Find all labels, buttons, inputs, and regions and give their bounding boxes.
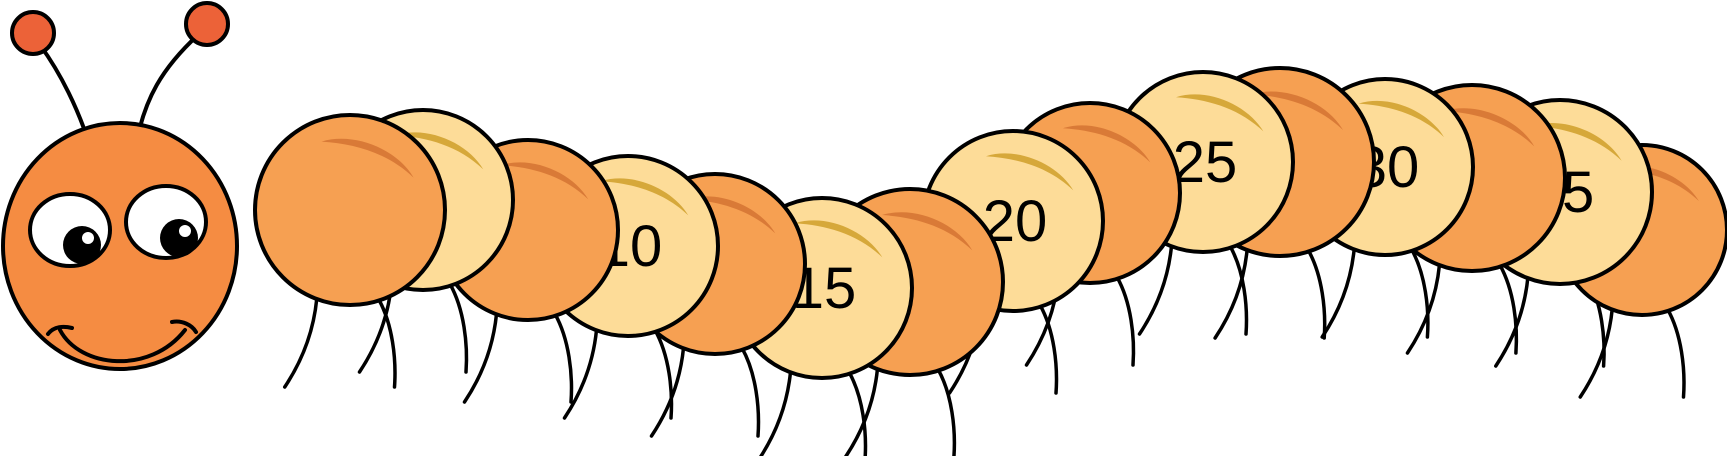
leg — [562, 328, 599, 420]
leg — [1498, 263, 1519, 355]
smile — [58, 328, 187, 364]
leg — [448, 282, 469, 374]
leg — [1665, 307, 1686, 399]
segment-highlight — [396, 132, 484, 170]
segment-highlight — [986, 153, 1074, 191]
segment-highlight — [601, 178, 689, 216]
segment-highlight — [1444, 108, 1535, 147]
leg — [1320, 247, 1356, 339]
leg — [1306, 248, 1327, 340]
left-antenna-tip — [10, 10, 56, 56]
left-eye-glint — [82, 232, 94, 244]
leg — [1578, 307, 1614, 399]
segment-highlight — [321, 138, 414, 178]
leg — [1213, 248, 1249, 340]
segment-highlight — [501, 162, 589, 200]
segment-highlight — [1532, 122, 1622, 161]
right-antenna-tip — [184, 1, 230, 47]
segment-highlight — [1251, 91, 1343, 131]
right-antenna — [136, 33, 200, 136]
leg — [283, 297, 319, 389]
right-pupil — [160, 219, 198, 257]
leg — [376, 297, 397, 389]
segment-highlight — [688, 196, 776, 234]
left-pupil — [63, 226, 101, 264]
leg — [936, 367, 957, 456]
leg — [1038, 303, 1059, 395]
leg — [740, 346, 761, 438]
leg — [1409, 247, 1430, 339]
right-eye-glint — [179, 225, 191, 237]
smile-left-cheek — [46, 324, 74, 336]
leg — [462, 312, 499, 404]
segment-highlight — [1063, 125, 1151, 163]
leg — [758, 370, 793, 456]
segment-highlight — [1176, 94, 1264, 132]
leg — [653, 328, 674, 420]
segment-highlight — [795, 220, 883, 258]
caterpillar-head — [1, 1, 239, 371]
leg — [1228, 244, 1249, 336]
legs-layer — [283, 244, 1686, 456]
left-antenna — [38, 43, 90, 141]
segment-highlight — [882, 212, 973, 251]
body-segment-dark — [253, 113, 447, 307]
leg — [1115, 275, 1136, 367]
segment-number: 25 — [1173, 130, 1238, 195]
leg — [553, 312, 574, 404]
leg — [1137, 244, 1174, 336]
body-layer: 3530252015105 — [253, 66, 1727, 380]
smile-right-cheek — [170, 319, 198, 334]
leg — [847, 370, 868, 456]
head-shape — [1, 121, 239, 371]
segment-highlight — [1358, 100, 1444, 138]
